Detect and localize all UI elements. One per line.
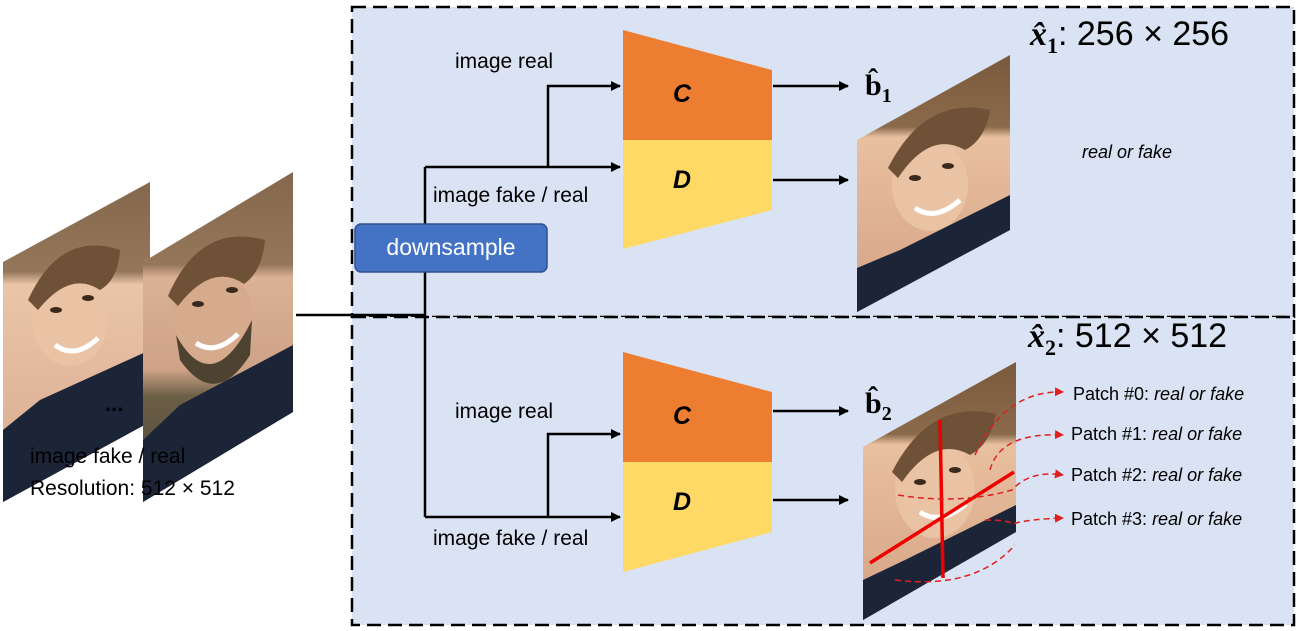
input-label: image fake / real xyxy=(30,445,185,468)
top-edge-real-label: image real xyxy=(455,50,553,73)
top-result-label: real or fake xyxy=(1082,142,1172,162)
bottom-panel xyxy=(350,315,1296,627)
top-title-res: : 256 × 256 xyxy=(1058,15,1229,53)
patch-3-result: real or fake xyxy=(1152,509,1242,529)
top-output-label: b̂1 xyxy=(865,68,892,107)
top-block-d-label: D xyxy=(673,166,691,194)
input-face-image-2 xyxy=(143,172,293,502)
top-output-sub: 1 xyxy=(882,85,892,107)
top-output-face-image xyxy=(857,55,1010,312)
patch-3-label: Patch #3: real or fake xyxy=(1071,509,1242,529)
patch-0-label: Patch #0: real or fake xyxy=(1073,384,1244,404)
bottom-title-var: x̂ xyxy=(1027,318,1045,355)
patch-2-result: real or fake xyxy=(1152,465,1242,485)
patch-2-label: Patch #2: real or fake xyxy=(1071,465,1242,485)
downsample-label: downsample xyxy=(386,234,515,260)
top-title-sub: 1 xyxy=(1047,33,1058,58)
downsample-block: downsample xyxy=(354,223,548,273)
top-output-var: b̂ xyxy=(865,68,882,102)
top-edge-fake-real-label: image fake / real xyxy=(433,184,588,207)
bottom-block-c xyxy=(623,352,772,462)
bottom-block-d xyxy=(623,462,772,572)
patch-2-name: Patch #2: xyxy=(1071,465,1152,485)
top-block-c-label: C xyxy=(673,80,692,108)
patch-3-name: Patch #3: xyxy=(1071,509,1152,529)
input-face-image-1 xyxy=(3,182,150,502)
patch-1-name: Patch #1: xyxy=(1071,424,1152,444)
bottom-output-label: b̂2 xyxy=(865,386,892,425)
top-block-d xyxy=(623,140,772,249)
patch-0-result: real or fake xyxy=(1154,384,1244,404)
top-title: x̂1: 256 × 256 xyxy=(1029,15,1229,58)
input-ellipsis: ... xyxy=(105,391,123,416)
bottom-output-var: b̂ xyxy=(865,386,882,420)
bottom-output-sub: 2 xyxy=(882,403,892,425)
patch-1-label: Patch #1: real or fake xyxy=(1071,424,1242,444)
patch-arrows xyxy=(894,387,1064,583)
bottom-block-c-label: C xyxy=(673,402,692,430)
bottom-edge-fake-real-label: image fake / real xyxy=(433,527,588,550)
input-resolution: Resolution: 512 × 512 xyxy=(30,477,235,500)
bottom-title-sub: 2 xyxy=(1045,335,1056,360)
top-block-c xyxy=(623,30,772,140)
bottom-title: x̂2: 512 × 512 xyxy=(1027,317,1227,360)
patch-0-name: Patch #0: xyxy=(1073,384,1154,404)
bottom-title-res: : 512 × 512 xyxy=(1056,317,1227,355)
bottom-edge-real-label: image real xyxy=(455,400,553,423)
patch-1-result: real or fake xyxy=(1152,424,1242,444)
bottom-output-face-image xyxy=(863,362,1016,620)
top-title-var: x̂ xyxy=(1029,16,1047,53)
bottom-block-d-label: D xyxy=(673,488,691,516)
